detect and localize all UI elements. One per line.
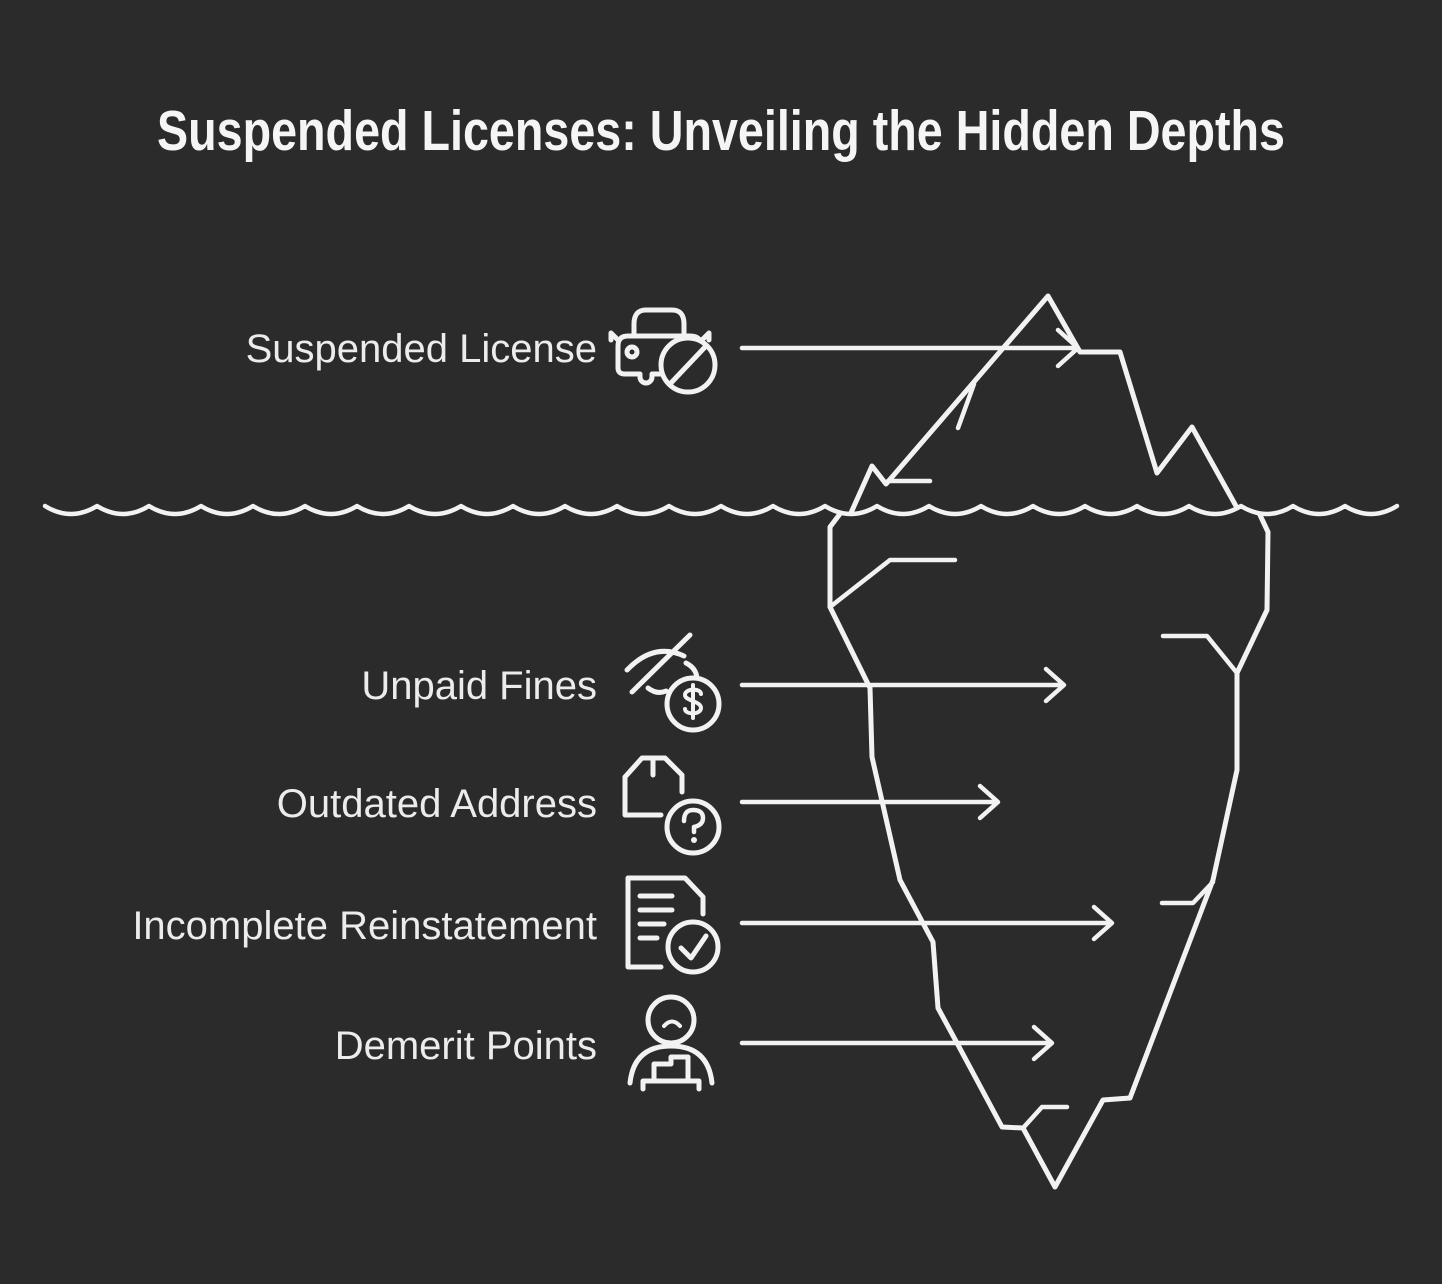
check-circle <box>665 919 721 975</box>
waterline-wave <box>42 503 1400 517</box>
points-bars <box>651 1054 691 1084</box>
demerit-points-icon <box>627 994 715 1092</box>
question-mark <box>681 807 706 835</box>
arrow-incomplete-reinstatement <box>739 904 1115 942</box>
arrow-demerit-points <box>739 1024 1055 1062</box>
question-dot <box>691 837 697 843</box>
incomplete-reinstatement-icon <box>625 875 721 975</box>
outdated-address-icon <box>622 755 722 856</box>
label-unpaid-fines: Unpaid Fines <box>361 664 597 708</box>
car-mirror-right <box>699 330 712 343</box>
crack-line <box>1020 1104 1070 1131</box>
label-demerit-points: Demerit Points <box>335 1024 597 1068</box>
row-suspended-license: Suspended License <box>246 307 718 395</box>
arrow-suspended-license <box>739 327 1081 369</box>
car-headlight <box>624 344 640 360</box>
crack-line <box>1159 879 1216 906</box>
crack-line <box>827 557 958 610</box>
connector-arrows <box>739 327 1115 1062</box>
person-head <box>645 994 697 1046</box>
label-incomplete-reinstatement: Incomplete Reinstatement <box>132 904 597 948</box>
row-outdated-address: Outdated Address <box>277 755 722 856</box>
ban-slash <box>667 343 709 387</box>
document-outline <box>625 875 706 970</box>
car-body <box>631 307 687 339</box>
dollar-sign <box>683 683 703 720</box>
row-incomplete-reinstatement: Incomplete Reinstatement <box>132 875 721 975</box>
arrow-unpaid-fines <box>739 666 1067 704</box>
crack-line <box>1160 633 1240 676</box>
package-lid <box>622 755 685 795</box>
person-shoulders <box>627 1043 715 1086</box>
iceberg-tip-shape <box>843 293 1249 514</box>
car-mirror-left <box>608 330 621 343</box>
iceberg-body <box>827 506 1271 1190</box>
row-demerit-points: Demerit Points <box>335 994 715 1092</box>
iceberg-body-shape <box>827 506 1271 1190</box>
arrow-outdated-address <box>739 783 1001 821</box>
page-title: Suspended Licenses: Unveiling the Hidden… <box>157 99 1285 163</box>
row-unpaid-fines: Unpaid Fines <box>361 632 722 733</box>
eye-lid-arc <box>624 648 687 673</box>
iceberg-tip <box>843 293 1249 514</box>
label-suspended-license: Suspended License <box>246 327 597 371</box>
car-suspended-icon <box>608 307 718 395</box>
person-frown <box>662 1019 682 1028</box>
car-chassis <box>615 333 705 386</box>
unpaid-fines-icon <box>624 632 722 733</box>
package-box <box>622 774 664 818</box>
check-mark <box>678 933 709 961</box>
label-outdated-address: Outdated Address <box>277 782 597 826</box>
eye-lower-arc <box>645 685 669 695</box>
points-base <box>640 1078 702 1092</box>
eye-slash <box>629 632 693 695</box>
crack-line <box>955 381 977 431</box>
